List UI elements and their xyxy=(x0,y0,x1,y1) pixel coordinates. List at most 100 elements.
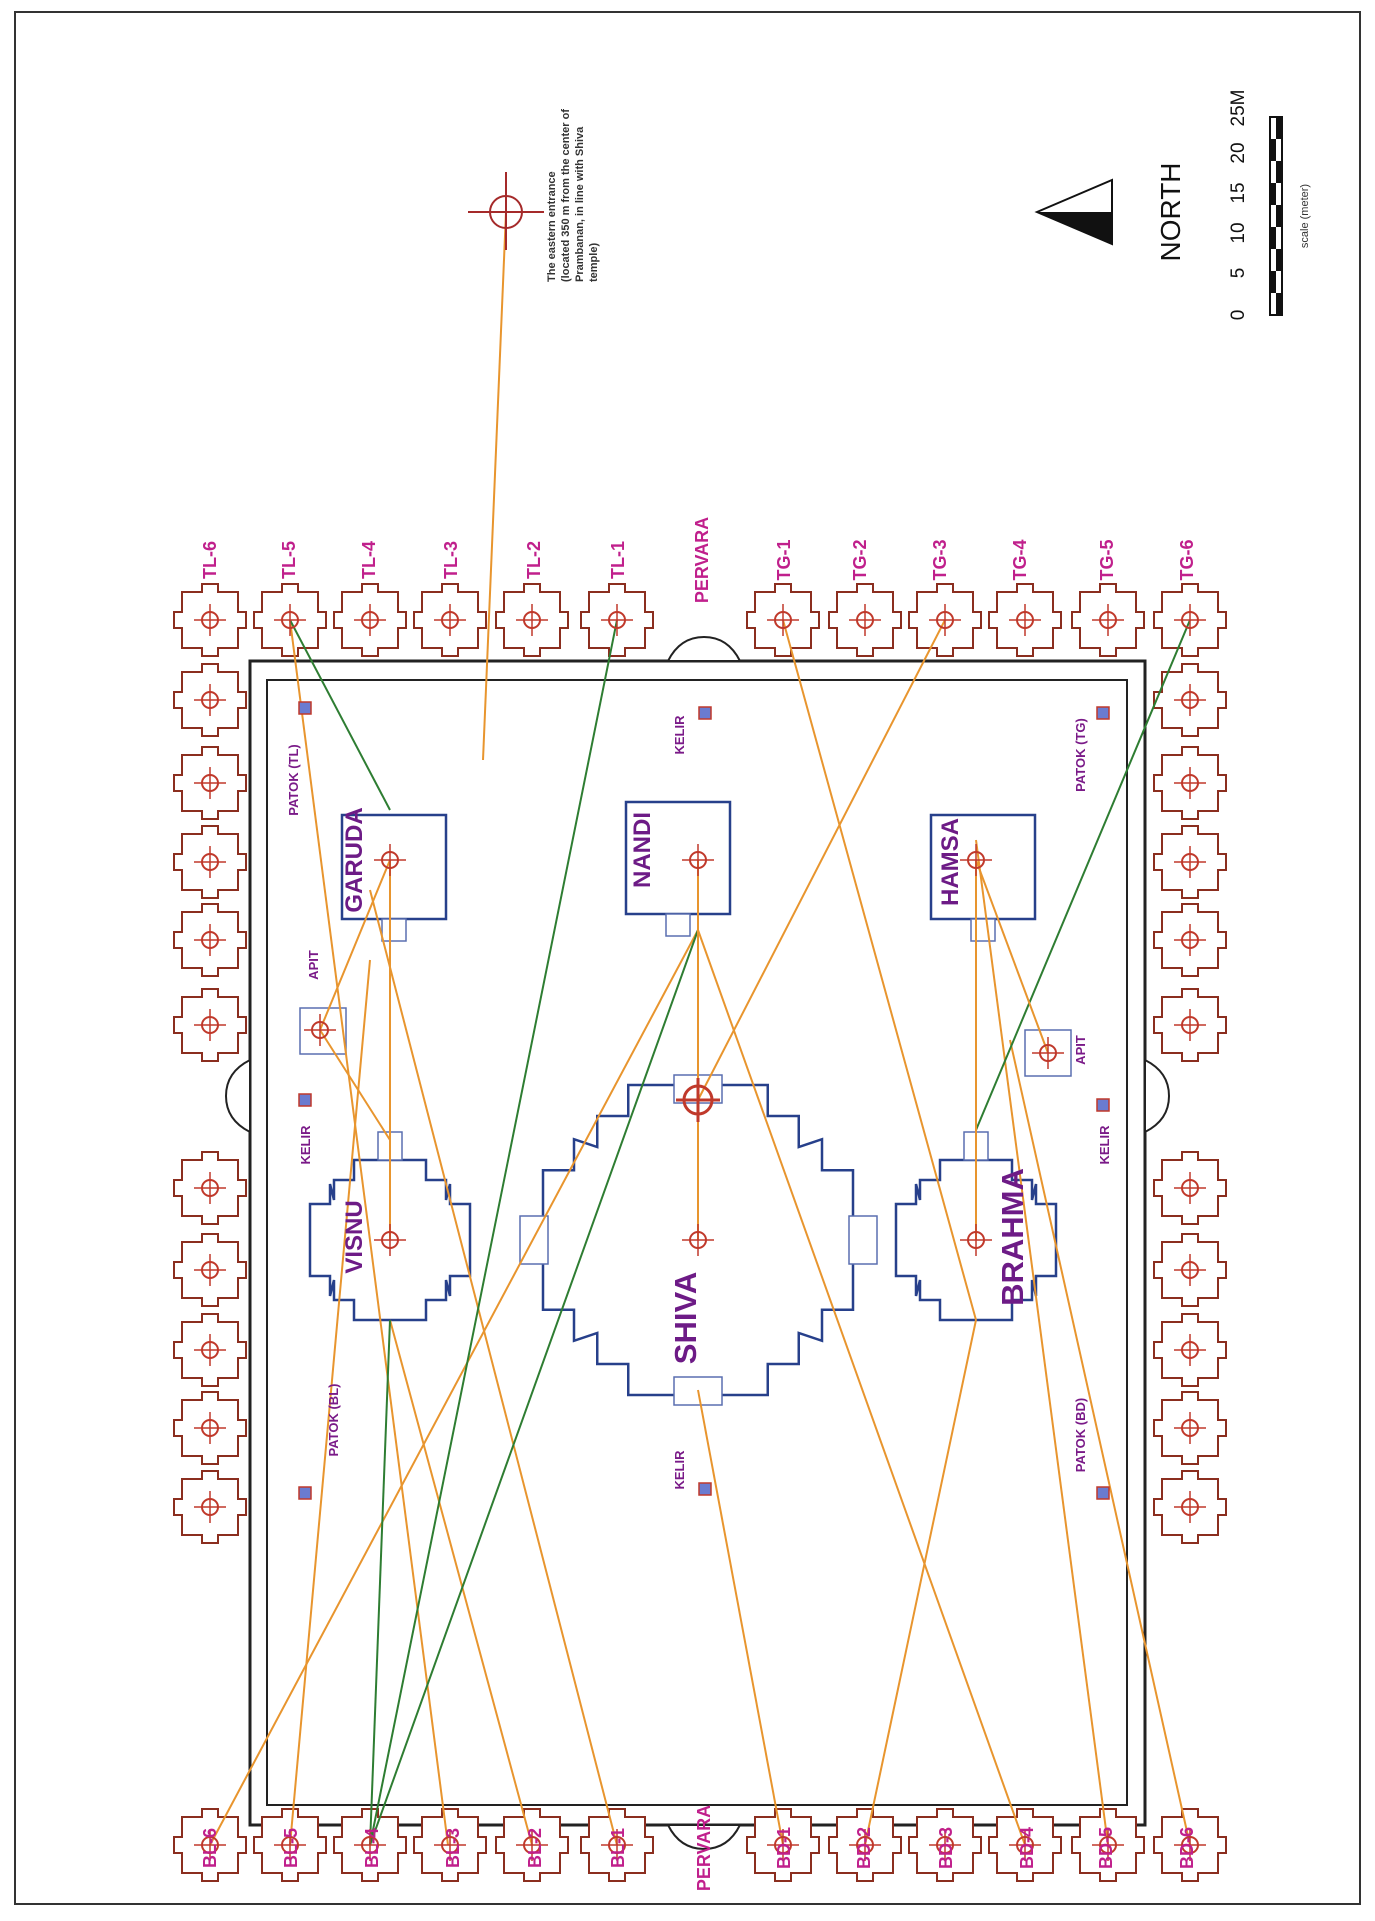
perwara-center-marker xyxy=(1009,604,1041,636)
perwara-center-marker xyxy=(194,924,226,956)
perwara-center-marker xyxy=(1174,924,1206,956)
patok-square-icon xyxy=(1096,1486,1110,1500)
label-patok-bd: PATOK (BD) xyxy=(1073,1398,1088,1472)
gate-left xyxy=(224,1058,251,1134)
perwara-center-marker xyxy=(1174,1334,1206,1366)
scale-tick-15: 15 xyxy=(1228,182,1249,203)
perwara-center-marker xyxy=(516,604,548,636)
tg-labels: TG-1 TG-2 TG-3 TG-4 TG-5 TG-6 xyxy=(774,539,1197,580)
temple-hamsa-stair xyxy=(970,918,996,942)
page-border xyxy=(14,11,1361,1905)
alignment-line xyxy=(975,859,1049,1054)
shiva-stair-right xyxy=(848,1215,878,1265)
kelir-square-icon xyxy=(298,1093,312,1107)
alignment-line xyxy=(975,839,1109,1846)
perwara-center-marker xyxy=(194,1412,226,1444)
perwara-center-marker xyxy=(274,604,306,636)
perwara-center-marker xyxy=(194,1172,226,1204)
alignment-lines xyxy=(209,211,1191,1846)
perwara-center-marker xyxy=(194,604,226,636)
label-bl-5: BL-5 xyxy=(281,1828,301,1868)
alignment-line xyxy=(289,959,371,1846)
perwara-center-marker xyxy=(194,1254,226,1286)
gate-right xyxy=(1144,1058,1171,1134)
perwara-center-marker xyxy=(274,1829,306,1861)
alignment-line xyxy=(1009,1039,1191,1846)
label-bd-4: BD-4 xyxy=(1017,1827,1037,1869)
label-tl-1: TL-1 xyxy=(608,541,628,579)
label-kelir-left: KELIR xyxy=(298,1125,313,1165)
label-bd-1: BD-1 xyxy=(774,1827,794,1869)
label-apit-left: APIT xyxy=(306,950,321,980)
perwara-center-marker xyxy=(194,1009,226,1041)
label-tl-5: TL-5 xyxy=(279,541,299,579)
north-arrow-icon xyxy=(1034,178,1113,246)
alignment-line xyxy=(782,619,977,1321)
perwara-center-marker xyxy=(849,604,881,636)
temple-center-marker xyxy=(1032,1037,1064,1069)
scale-tick-10: 10 xyxy=(1228,222,1249,243)
perwara-center-marker xyxy=(929,1829,961,1861)
label-visnu: VISNU xyxy=(341,1200,368,1273)
scale-tick-0: 0 xyxy=(1228,310,1249,321)
label-pervara-bottom: PERVARA xyxy=(694,1805,714,1891)
temple-nandi-stair xyxy=(665,913,691,937)
entrance-note-line-3: Prambanan, in line with Shiva xyxy=(574,126,586,282)
label-kelir-bottom: KELIR xyxy=(672,1450,687,1490)
label-tg-2: TG-2 xyxy=(850,539,870,580)
alignment-line xyxy=(289,619,391,811)
alignment-line xyxy=(369,1319,391,1846)
label-bl-3: BL-3 xyxy=(443,1828,463,1868)
label-pervara-top: PERVARA xyxy=(692,517,712,603)
perwara-center-marker xyxy=(1092,1829,1124,1861)
kelir-square-icon xyxy=(698,706,712,720)
patok-square-icon xyxy=(298,1486,312,1500)
temple-center-marker xyxy=(374,1224,406,1256)
perwara-center-marker xyxy=(849,1829,881,1861)
perwara-center-marker xyxy=(1174,684,1206,716)
entrance-note-line-1: The eastern entrance xyxy=(546,171,558,282)
perwara-center-marker xyxy=(767,1829,799,1861)
perwara-center-marker xyxy=(434,604,466,636)
temple-center-marker xyxy=(682,1224,714,1256)
label-bl-1: BL-1 xyxy=(608,1828,628,1868)
perwara-center-marker xyxy=(1009,1829,1041,1861)
temple-center-marker xyxy=(960,844,992,876)
perwara-center-marker xyxy=(354,1829,386,1861)
label-patok-bl: PATOK (BL) xyxy=(326,1384,341,1457)
alignment-line xyxy=(975,619,1191,1131)
label-tg-5: TG-5 xyxy=(1097,539,1117,580)
perwara-center-marker xyxy=(1174,1009,1206,1041)
label-garuda: GARUDA xyxy=(341,807,368,912)
perwara-center-marker xyxy=(194,1334,226,1366)
gate-bottom xyxy=(666,1824,742,1851)
temple-center-marker xyxy=(304,1014,336,1046)
scale-tick-20: 20 xyxy=(1228,142,1249,163)
label-tg-3: TG-3 xyxy=(930,539,950,580)
label-bl-2: BL-2 xyxy=(525,1828,545,1868)
perwara-center-marker xyxy=(194,684,226,716)
patok-square-icon xyxy=(298,701,312,715)
alignment-line xyxy=(482,211,507,761)
label-bd-3: BD-3 xyxy=(936,1827,956,1869)
perwara-center-marker xyxy=(1174,1172,1206,1204)
label-bl-4: BL-4 xyxy=(362,1828,382,1868)
perwara-center-marker xyxy=(516,1829,548,1861)
label-patok-tl: PATOK (TL) xyxy=(286,744,301,816)
perwara-center-marker xyxy=(1174,604,1206,636)
entrance-note-line-2: (located 350 m from the center of xyxy=(560,109,572,282)
label-tl-6: TL-6 xyxy=(200,541,220,579)
label-shiva: SHIVA xyxy=(668,1272,703,1364)
alignment-line xyxy=(209,929,699,1846)
scale-tick-25: 25M xyxy=(1228,90,1249,127)
scale-caption: scale (meter) xyxy=(1299,184,1311,248)
perwara-center-marker xyxy=(1092,604,1124,636)
crosshair-circle-icon xyxy=(468,172,544,250)
entrance-note: The eastern entrance (located 350 m from… xyxy=(546,109,600,282)
alignment-line xyxy=(389,1319,533,1846)
scale-tick-5: 5 xyxy=(1228,268,1249,279)
alignment-line xyxy=(697,929,1026,1846)
patok-square-icon xyxy=(1096,706,1110,720)
alignment-line xyxy=(369,619,618,1846)
